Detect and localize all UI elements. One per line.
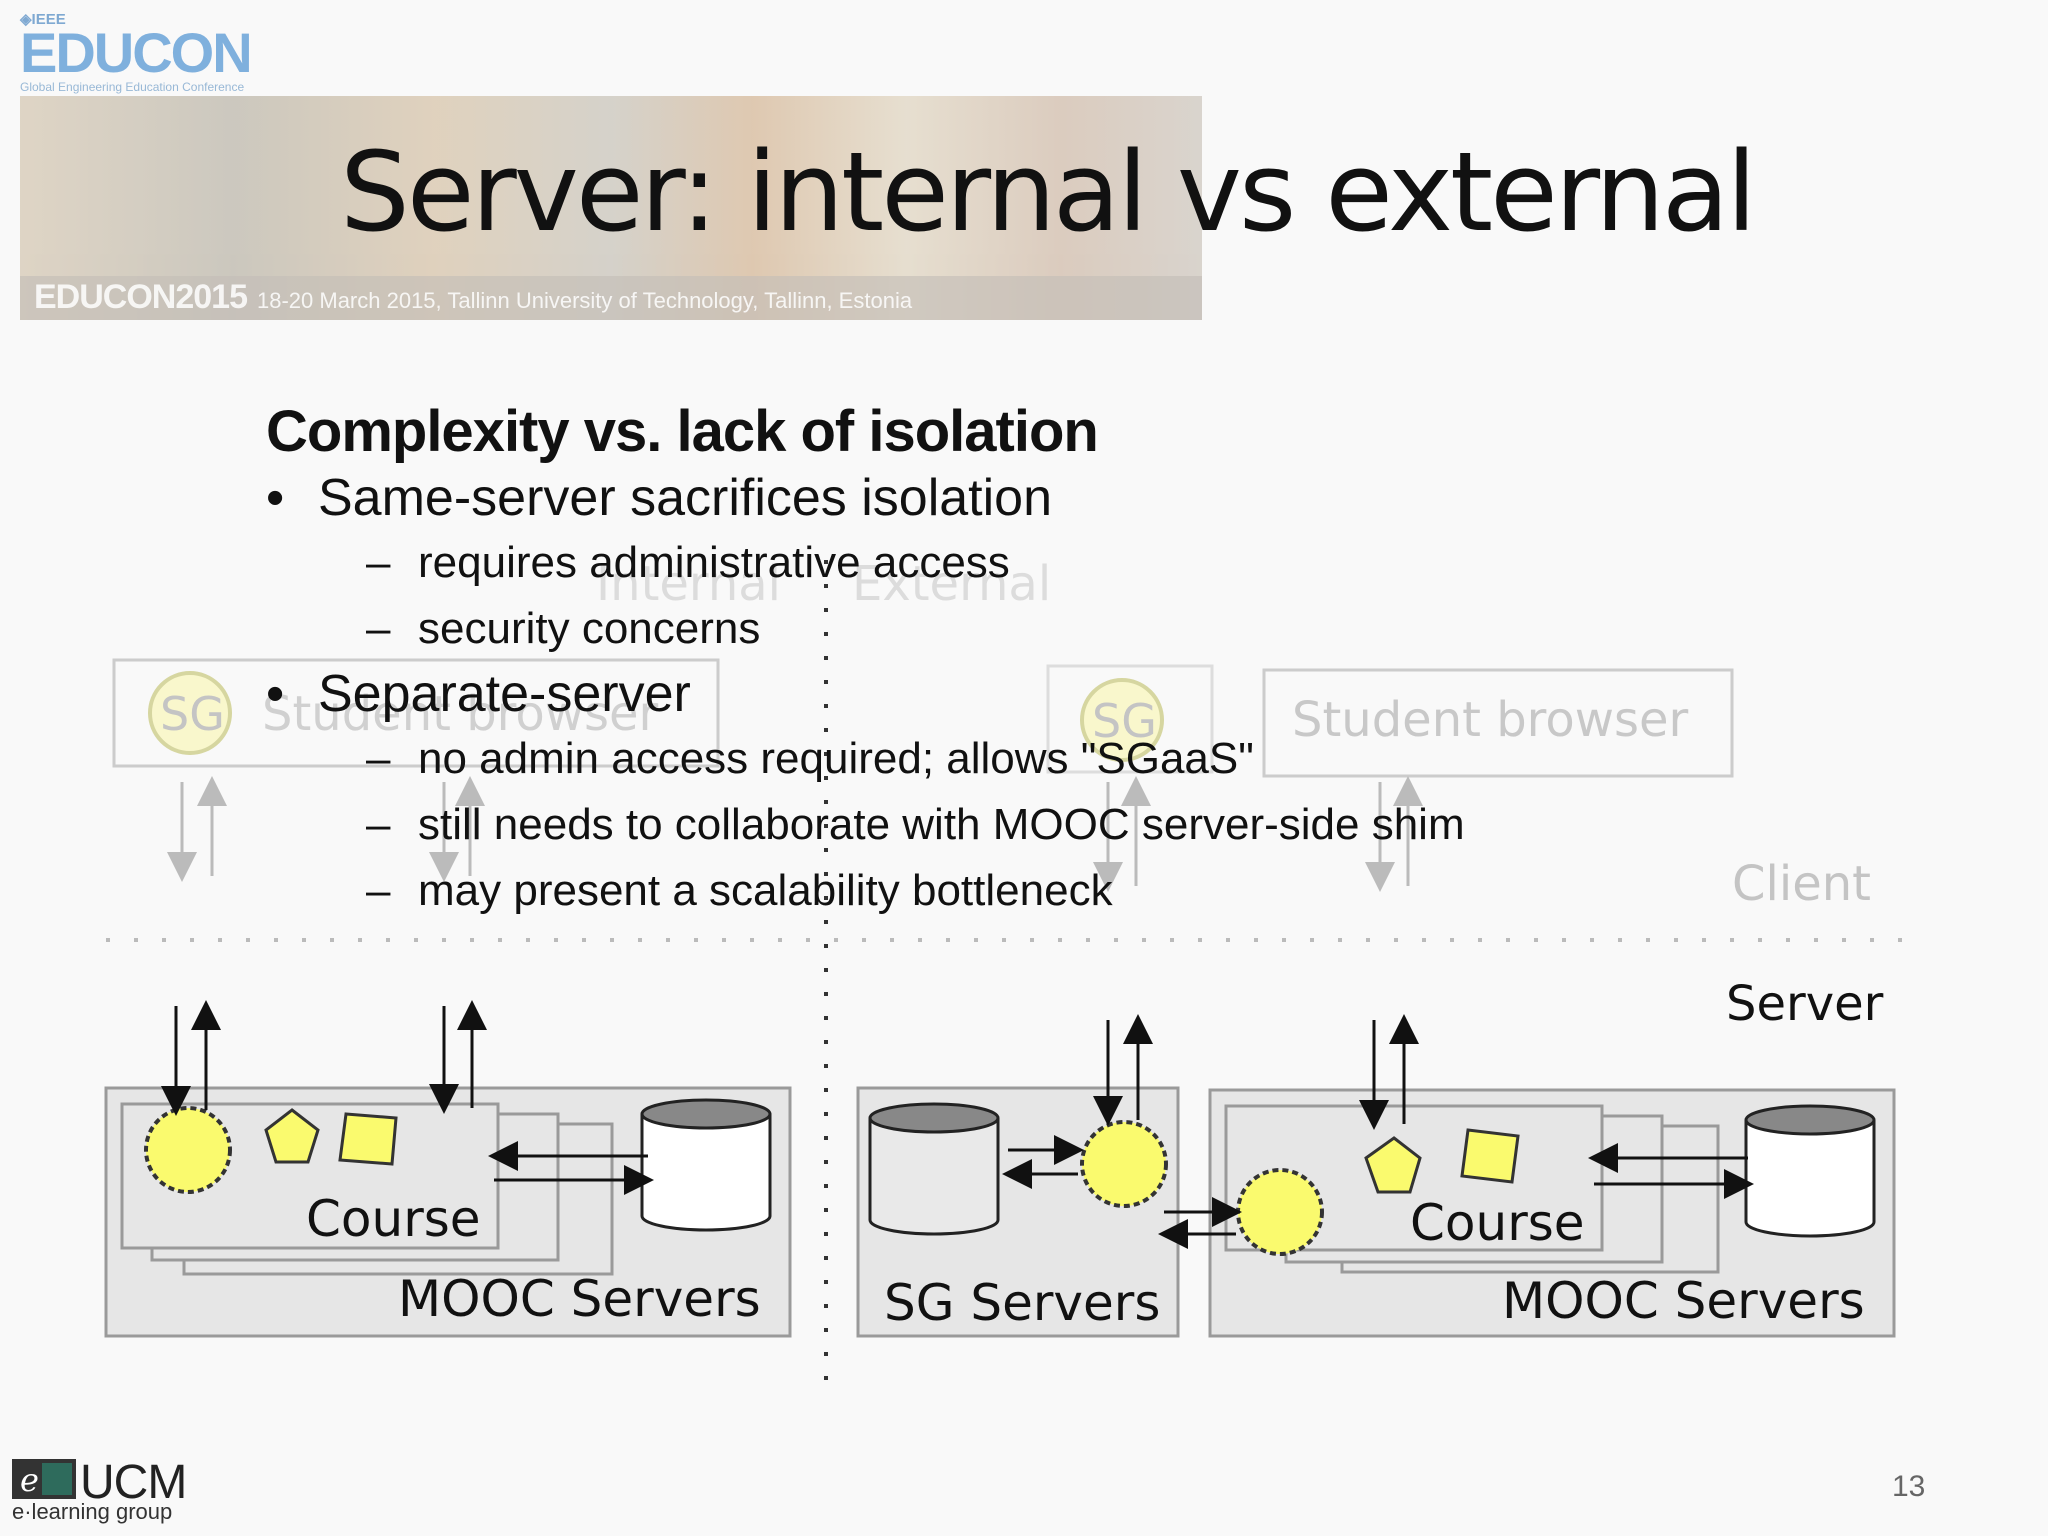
- bullet-list: Complexity vs. lack of isolation Same-se…: [266, 398, 1465, 924]
- internal-square-shape: [338, 1112, 398, 1166]
- sg-servers-text: SG Servers: [884, 1274, 1160, 1332]
- client-label: Client: [1732, 856, 1871, 912]
- internal-pentagon-shape: [264, 1108, 320, 1164]
- page-number: 13: [1892, 1470, 1926, 1503]
- banner-caption: EDUCON2015 18-20 March 2015, Tallinn Univ…: [34, 278, 912, 317]
- server-label: Server: [1726, 976, 1884, 1032]
- external-course-text: Course: [1410, 1194, 1585, 1252]
- internal-sg-text: SG: [160, 687, 225, 741]
- ucm-word: UCM: [80, 1456, 187, 1509]
- external-sg-shim-circle: [1236, 1168, 1324, 1256]
- svg-text:e: e: [20, 1461, 39, 1499]
- sub-bullet-collaborate: still needs to collaborate with MOOC ser…: [266, 792, 1465, 858]
- educon-logo: ◈IEEE EDUCON Global Engineering Educatio…: [20, 10, 253, 94]
- bullet-same-server: Same-server sacrifices isolation: [266, 466, 1465, 530]
- banner-caption-text: 18-20 March 2015, Tallinn University of …: [256, 288, 913, 313]
- external-database-icon: [1744, 1104, 1876, 1238]
- bullet-separate-server: Separate-server: [266, 662, 1465, 726]
- internal-mooc-servers-text: MOOC Servers: [398, 1270, 761, 1328]
- ucm-subtitle: e·learning group: [12, 1499, 173, 1524]
- sg-service-circle: [1080, 1120, 1168, 1208]
- slide-title: Server: internal vs external: [340, 128, 1757, 256]
- educon-name: EDUCON: [20, 21, 253, 84]
- internal-database-icon: [640, 1098, 772, 1232]
- banner-caption-bold: EDUCON2015: [34, 278, 248, 316]
- slide-heading: Complexity vs. lack of isolation: [266, 399, 1099, 464]
- sub-bullet-sgaas: no admin access required; allows "SGaaS": [266, 726, 1465, 792]
- ieee-label: ◈IEEE: [20, 11, 66, 28]
- external-square-shape: [1460, 1128, 1520, 1184]
- sub-bullet-bottleneck: may present a scalability bottleneck: [266, 858, 1465, 924]
- internal-sg-circle: [148, 671, 232, 755]
- banner-strip: [20, 276, 1202, 320]
- e-learning-icon: e: [12, 1459, 76, 1499]
- educon-subtitle: Global Engineering Education Conference: [20, 80, 245, 94]
- conference-banner-image: [20, 96, 1202, 320]
- external-pentagon-shape: [1364, 1136, 1422, 1194]
- sub-bullet-security: security concerns: [266, 596, 1465, 662]
- sub-bullet-admin-access: requires administrative access: [266, 530, 1465, 596]
- internal-course-text: Course: [306, 1190, 481, 1248]
- internal-sg-shim-circle: [144, 1106, 232, 1194]
- external-mooc-servers-text: MOOC Servers: [1502, 1272, 1865, 1330]
- sg-database-icon: [868, 1102, 1000, 1236]
